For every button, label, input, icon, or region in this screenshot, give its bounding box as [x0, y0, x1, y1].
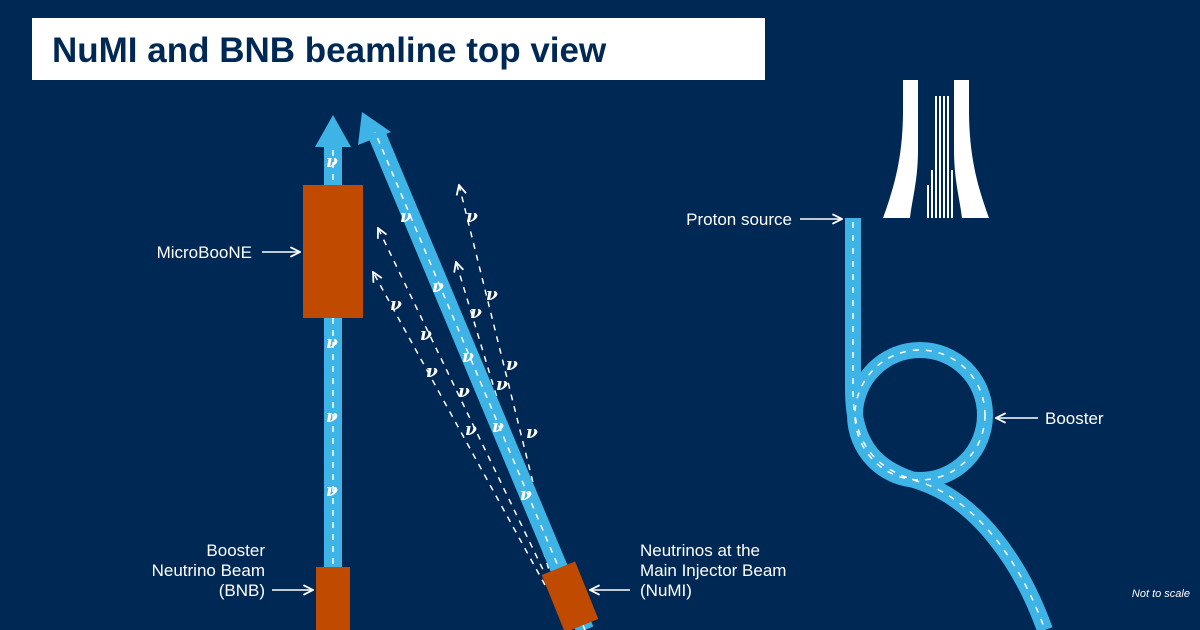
neutrino-symbol: ν [486, 285, 498, 305]
neutrino-symbol: ν [432, 277, 444, 297]
numi-label: Neutrinos at the Main Injector Beam (NuM… [640, 541, 786, 600]
numi-arrowhead-icon [358, 112, 391, 145]
bnb-label: Booster Neutrino Beam (BNB) [152, 541, 266, 600]
bnb-target [316, 567, 350, 630]
svg-text:(NuMI): (NuMI) [640, 581, 692, 600]
numi-target [541, 561, 599, 630]
neutrino-symbol: ν [465, 420, 477, 440]
neutrino-symbol: ν [326, 481, 338, 501]
svg-text:Neutrino Beam: Neutrino Beam [152, 561, 265, 580]
proton-source-label: Proton source [686, 210, 792, 229]
booster-label: Booster [1045, 409, 1104, 428]
neutrino-symbol: ν [526, 423, 538, 443]
neutrino-symbol: ν [390, 295, 402, 315]
svg-text:Main Injector Beam: Main Injector Beam [640, 561, 786, 580]
page-title: NuMI and BNB beamline top view [52, 31, 607, 70]
booster-beamline [845, 218, 1053, 630]
numi-beam: ν ν ν ν ν ν ν ν ν ν ν ν ν ν ν ν [358, 112, 594, 630]
bnb-arrowhead-icon [315, 115, 351, 147]
neutrino-symbol: ν [326, 333, 338, 353]
neutrino-symbol: ν [458, 382, 470, 402]
neutrino-symbol: ν [470, 303, 482, 323]
microboone-label: MicroBooNE [157, 243, 252, 262]
microboone-detector [303, 185, 363, 318]
svg-text:(BNB): (BNB) [219, 581, 265, 600]
neutrino-paths [373, 185, 557, 586]
neutrino-symbol: ν [520, 485, 532, 505]
neutrino-symbol: ν [466, 207, 478, 227]
neutrino-symbol: ν [326, 407, 338, 427]
title-banner: NuMI and BNB beamline top view [32, 18, 765, 80]
svg-text:Neutrinos at the: Neutrinos at the [640, 541, 760, 560]
neutrino-symbol: ν [496, 375, 508, 395]
neutrino-symbol: ν [426, 362, 438, 382]
neutrino-symbol: ν [506, 355, 518, 375]
neutrino-symbol: ν [462, 347, 474, 367]
neutrino-symbol: ν [326, 152, 338, 172]
neutrino-symbol: ν [400, 207, 412, 227]
not-to-scale-note: Not to scale [1132, 588, 1190, 600]
neutrino-symbol: ν [420, 325, 432, 345]
fermilab-logo-icon [883, 80, 989, 218]
neutrino-symbol: ν [492, 417, 504, 437]
svg-text:Booster: Booster [206, 541, 265, 560]
